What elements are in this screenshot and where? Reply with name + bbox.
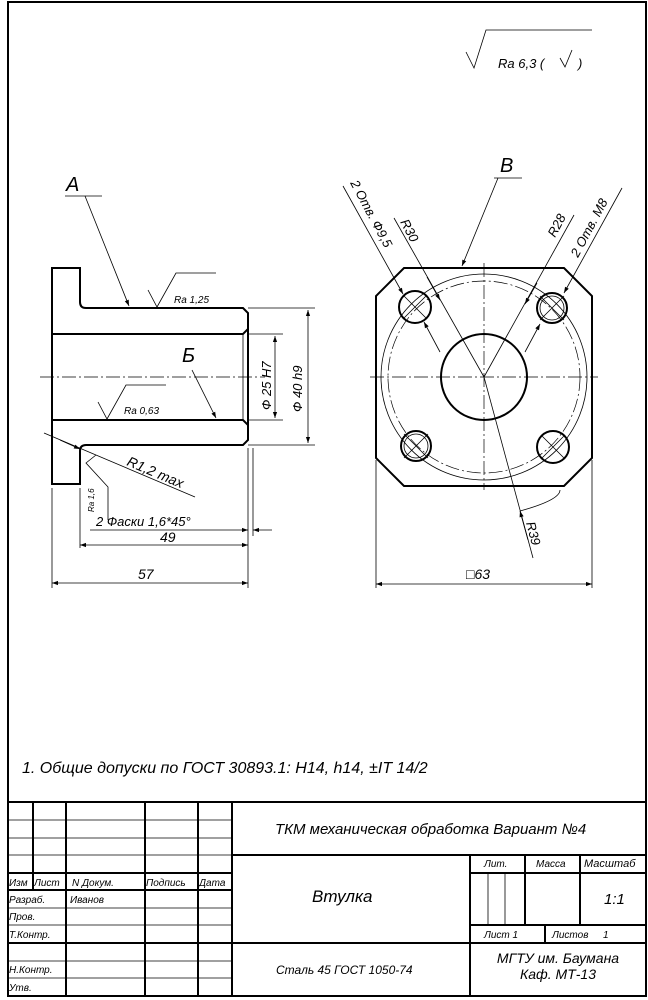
- part-name: Втулка: [312, 887, 373, 906]
- role-norm-control: Н.Контр.: [9, 965, 53, 976]
- section-lower-wall: [51, 419, 249, 485]
- roughness-sign-inner: [97, 384, 166, 420]
- developer-name: Иванов: [70, 895, 104, 906]
- title-block: ТКМ механическая обработка Вариант №4 Вт…: [8, 801, 646, 996]
- chamfer-label: 2 Фаски 1,6*45°: [95, 514, 191, 529]
- sheets-label: Листов: [551, 930, 588, 941]
- organization-line1: МГТУ им. Баумана: [497, 950, 619, 966]
- header-date: Дата: [198, 878, 226, 889]
- dim-49-label: 49: [160, 529, 176, 545]
- mass-label: Масса: [536, 859, 566, 870]
- general-roughness-label: Ra 6,3 (: [498, 56, 546, 71]
- roughness-inner-label: Ra 0,63: [124, 406, 159, 417]
- leader-v-label: В: [500, 155, 513, 177]
- dim-square-label: □63: [466, 566, 490, 582]
- role-checker: Пров.: [9, 912, 35, 923]
- header-doc: N Докум.: [72, 878, 114, 889]
- role-approved: Утв.: [8, 983, 32, 994]
- section-upper-wall: [51, 267, 249, 335]
- scale-label: Масштаб: [584, 858, 636, 870]
- material: Сталь 45 ГОСТ 1050-74: [276, 963, 413, 977]
- drawing-frame: [7, 1, 647, 997]
- hole-plain: [398, 290, 432, 324]
- header-izm: Изм: [9, 878, 28, 889]
- roughness-sign-outer: [147, 272, 216, 308]
- hole-threaded: [400, 430, 432, 462]
- r39-label: R39: [523, 520, 544, 547]
- general-roughness-sign: Ra 6,3 ( ): [465, 29, 592, 71]
- front-view: В 2 Отв. Ф9,5 2 Отв. M8 R30 R28 R39 □63: [342, 155, 623, 588]
- organization-line2: Каф. МТ-13: [520, 966, 596, 982]
- square-flange-outline: [375, 267, 593, 487]
- scale-value: 1:1: [604, 891, 625, 908]
- sheet-label: Лист 1: [483, 930, 518, 941]
- roughness-outer-label: Ra 1,25: [174, 295, 209, 306]
- sheets-value: 1: [603, 930, 609, 941]
- roughness-face-label: Ra 1,6: [87, 488, 96, 512]
- dim-outer-label: Ф 40 h9: [290, 366, 305, 412]
- fillet-label: R1,2 max: [125, 453, 187, 492]
- r28-label: R28: [544, 211, 569, 240]
- hole-threaded: [536, 292, 568, 324]
- role-developer: Разраб.: [9, 894, 45, 906]
- header-sign: Подпись: [146, 878, 186, 889]
- dim-57-label: 57: [138, 566, 155, 582]
- dim-bore-label: Ф 25 H7: [259, 361, 274, 410]
- project-title: ТКМ механическая обработка Вариант №4: [275, 821, 586, 838]
- holes-thread-label: 2 Отв. M8: [567, 195, 611, 260]
- lit-label: Лит.: [483, 859, 507, 870]
- holes-plain-label: 2 Отв. Ф9,5: [347, 176, 396, 250]
- hole-plain: [536, 430, 570, 464]
- leader-a-label: A: [65, 174, 79, 196]
- role-tech-control: Т.Контр.: [9, 930, 51, 941]
- section-view: A Б Ra 1,25 Ra 0,63 Ra 1,6 R1,2 max Ф 25…: [40, 174, 315, 588]
- header-list: Лист: [33, 878, 60, 889]
- general-tolerance-note: 1. Общие допуски по ГОСТ 30893.1: H14, h…: [22, 760, 428, 777]
- general-roughness-close: ): [576, 56, 582, 71]
- leader-b-label: Б: [182, 345, 195, 367]
